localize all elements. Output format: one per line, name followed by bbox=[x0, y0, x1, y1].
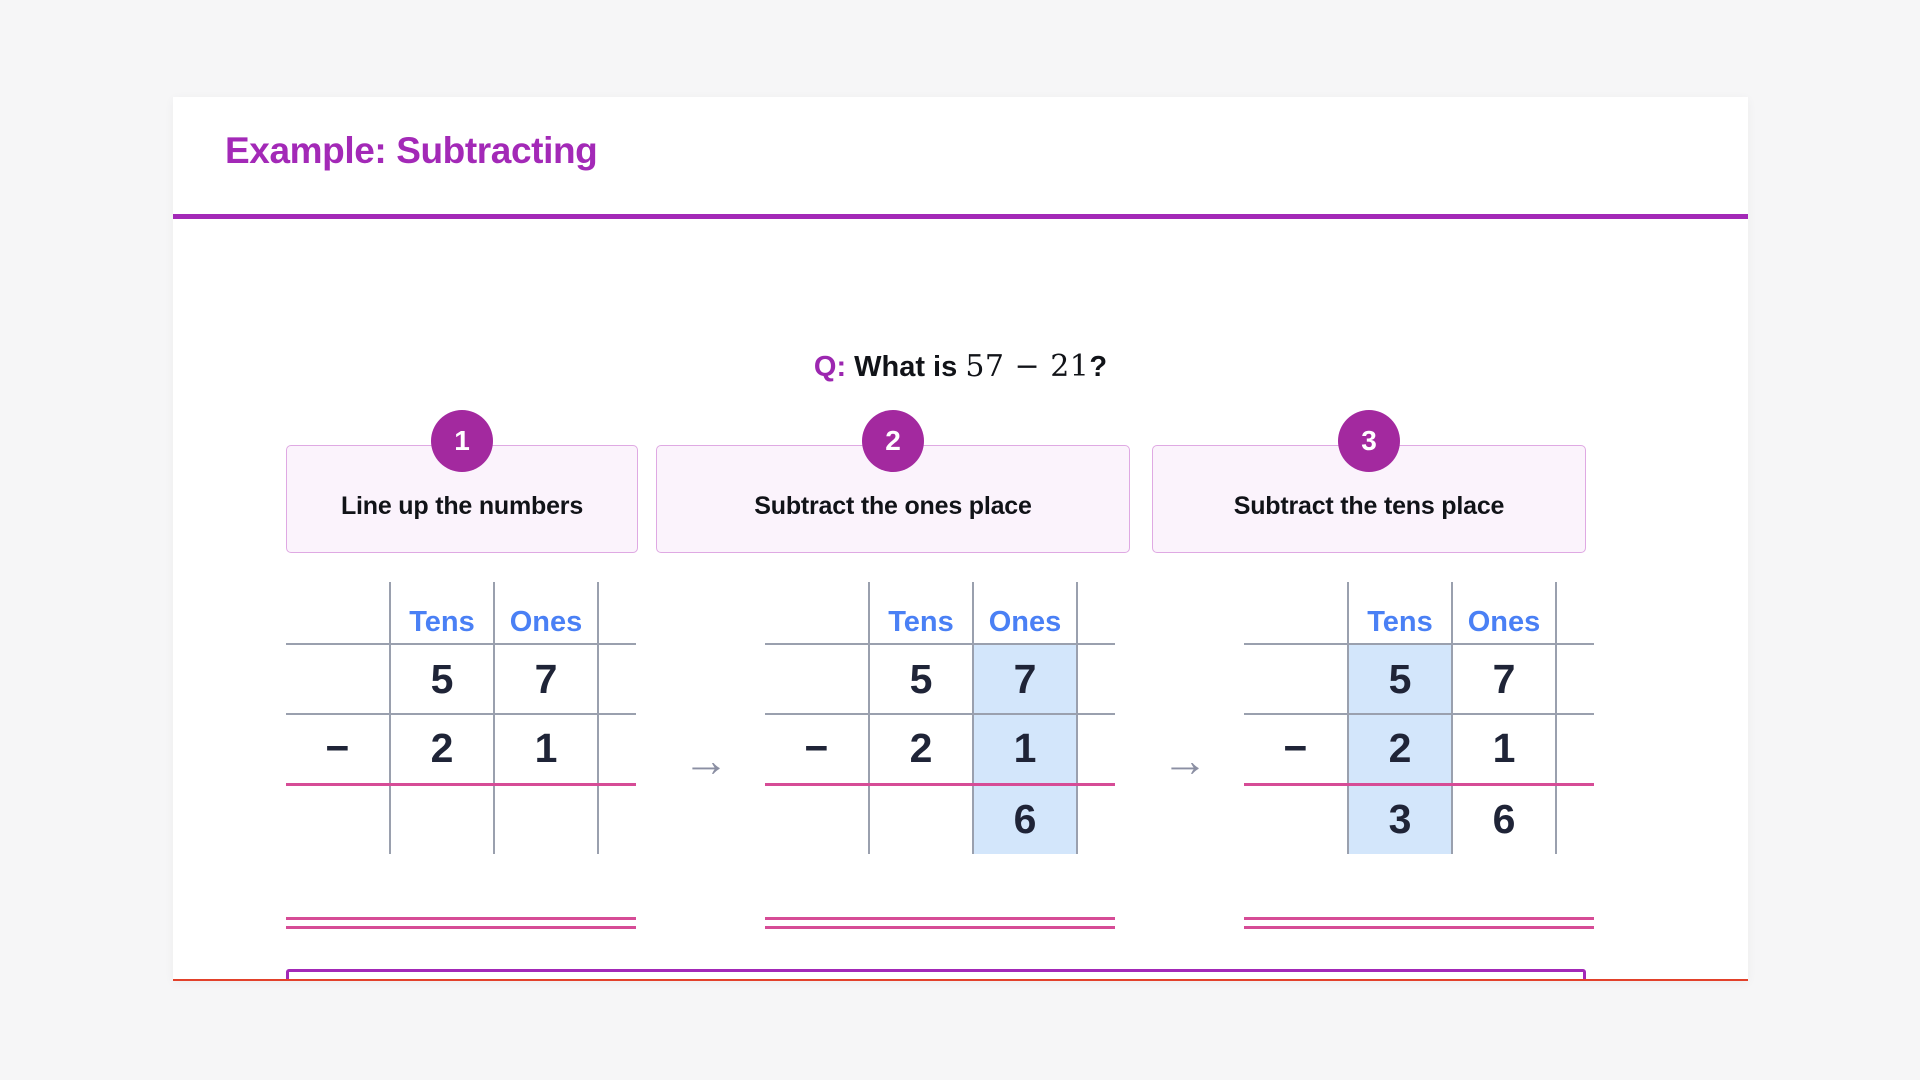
place-value-grid-3: Tens Ones 5 7 − 2 1 bbox=[1244, 582, 1594, 932]
step-card-2[interactable]: 2 Subtract the ones place bbox=[656, 410, 1130, 553]
minuend-sign-2 bbox=[765, 643, 869, 714]
title-divider bbox=[173, 214, 1748, 219]
double-rule-bottom-2 bbox=[765, 926, 1115, 929]
result-ones-1 bbox=[494, 782, 599, 854]
place-value-grid-1: Tens Ones 5 7 − 2 1 bbox=[286, 582, 636, 932]
step-badge-2: 2 bbox=[862, 410, 924, 472]
header-pad-2 bbox=[1077, 582, 1115, 644]
subtrahend-sign-2: − bbox=[765, 713, 869, 784]
grids-row: Tens Ones 5 7 − 2 1 bbox=[286, 582, 1636, 932]
step-label-1: Line up the numbers bbox=[340, 491, 584, 520]
subtraction-table-3: Tens Ones 5 7 − 2 1 bbox=[1244, 582, 1594, 854]
result-sign-2 bbox=[765, 782, 869, 854]
header-sign-1 bbox=[286, 582, 390, 644]
table-header-row: Tens Ones bbox=[765, 582, 1115, 644]
result-row-3: 3 6 bbox=[1244, 782, 1594, 854]
subtrahend-row-2: − 2 1 bbox=[765, 713, 1115, 784]
header-tens-2: Tens bbox=[868, 582, 974, 644]
minuend-sign-1 bbox=[286, 643, 390, 714]
result-row-2: 6 bbox=[765, 782, 1115, 854]
arrow-right-icon-2: → bbox=[1162, 734, 1208, 786]
subtraction-table-2: Tens Ones 5 7 − 2 1 bbox=[765, 582, 1115, 854]
minuend-row-1: 5 7 bbox=[286, 643, 636, 714]
minuend-tens-1: 5 bbox=[389, 643, 495, 714]
result-ones-3: 6 bbox=[1452, 782, 1557, 854]
header-pad-1 bbox=[598, 582, 636, 644]
header-tens-3: Tens bbox=[1347, 582, 1453, 644]
result-ones-2: 6 bbox=[973, 782, 1078, 854]
question-label: Q: bbox=[813, 351, 847, 383]
double-rule-bottom-1 bbox=[286, 926, 636, 929]
double-rule-top-2 bbox=[765, 917, 1115, 920]
step-card-1[interactable]: 1 Line up the numbers bbox=[286, 410, 638, 553]
question-line: Q:What is 57 − 21? bbox=[173, 349, 1748, 384]
arrow-right-icon-1: → bbox=[683, 734, 729, 786]
answer-box: A:57 − 21 = 36 bbox=[286, 969, 1586, 979]
step-badge-3: 3 bbox=[1338, 410, 1400, 472]
table-header-row: Tens Ones bbox=[286, 582, 636, 644]
result-tens-1 bbox=[389, 782, 495, 854]
minuend-pad-3 bbox=[1556, 643, 1594, 714]
result-pad-2 bbox=[1077, 782, 1115, 854]
table-header-row: Tens Ones bbox=[1244, 582, 1594, 644]
subtrahend-ones-3: 1 bbox=[1452, 713, 1557, 784]
minuend-pad-2 bbox=[1077, 643, 1115, 714]
minuend-tens-2: 5 bbox=[868, 643, 974, 714]
minuend-row-3: 5 7 bbox=[1244, 643, 1594, 714]
minuend-tens-3: 5 bbox=[1347, 643, 1453, 714]
subtrahend-sign-1: − bbox=[286, 713, 390, 784]
step-card-3[interactable]: 3 Subtract the tens place bbox=[1152, 410, 1586, 553]
result-pad-1 bbox=[598, 782, 636, 854]
steps-row: 1 Line up the numbers 2 Subtract the one… bbox=[286, 410, 1636, 553]
subtraction-table-1: Tens Ones 5 7 − 2 1 bbox=[286, 582, 636, 854]
subtrahend-tens-1: 2 bbox=[389, 713, 495, 784]
double-rule-bottom-3 bbox=[1244, 926, 1594, 929]
question-expression: 57 − 21 bbox=[965, 349, 1090, 384]
result-row-1 bbox=[286, 782, 636, 854]
question-suffix: ? bbox=[1089, 351, 1108, 383]
result-tens-3: 3 bbox=[1347, 782, 1453, 854]
double-rule-top-1 bbox=[286, 917, 636, 920]
step-label-2: Subtract the ones place bbox=[754, 491, 1032, 520]
minuend-pad-1 bbox=[598, 643, 636, 714]
minuend-row-2: 5 7 bbox=[765, 643, 1115, 714]
subtrahend-sign-3: − bbox=[1244, 713, 1348, 784]
header-sign-3 bbox=[1244, 582, 1348, 644]
subtrahend-ones-1: 1 bbox=[494, 713, 599, 784]
step-badge-1: 1 bbox=[431, 410, 493, 472]
subtrahend-tens-2: 2 bbox=[868, 713, 974, 784]
header-tens-1: Tens bbox=[389, 582, 495, 644]
step-label-3: Subtract the tens place bbox=[1233, 491, 1505, 520]
header-ones-1: Ones bbox=[494, 582, 599, 644]
place-value-grid-2: Tens Ones 5 7 − 2 1 bbox=[765, 582, 1115, 932]
subtrahend-pad-1 bbox=[598, 713, 636, 784]
header-sign-2 bbox=[765, 582, 869, 644]
double-rule-top-3 bbox=[1244, 917, 1594, 920]
header-ones-3: Ones bbox=[1452, 582, 1557, 644]
result-sign-3 bbox=[1244, 782, 1348, 854]
subtrahend-row-1: − 2 1 bbox=[286, 713, 636, 784]
subtrahend-ones-2: 1 bbox=[973, 713, 1078, 784]
minuend-sign-3 bbox=[1244, 643, 1348, 714]
header-pad-3 bbox=[1556, 582, 1594, 644]
minuend-ones-3: 7 bbox=[1452, 643, 1557, 714]
subtrahend-pad-3 bbox=[1556, 713, 1594, 784]
result-pad-3 bbox=[1556, 782, 1594, 854]
header-ones-2: Ones bbox=[973, 582, 1078, 644]
example-card: Example: Subtracting Q:What is 57 − 21? … bbox=[173, 97, 1748, 981]
subtrahend-tens-3: 2 bbox=[1347, 713, 1453, 784]
subtrahend-pad-2 bbox=[1077, 713, 1115, 784]
minuend-ones-1: 7 bbox=[494, 643, 599, 714]
subtrahend-row-3: − 2 1 bbox=[1244, 713, 1594, 784]
result-sign-1 bbox=[286, 782, 390, 854]
minuend-ones-2: 7 bbox=[973, 643, 1078, 714]
result-tens-2 bbox=[868, 782, 974, 854]
question-prefix: What is bbox=[854, 351, 958, 383]
page-title: Example: Subtracting bbox=[225, 130, 598, 171]
